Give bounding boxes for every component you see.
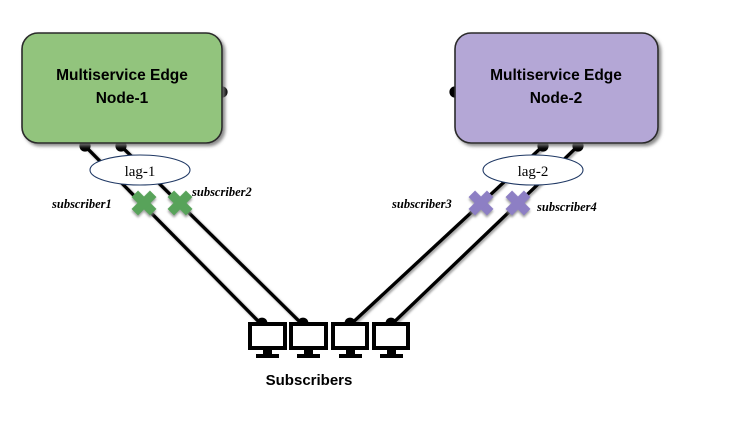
monitor-2-icon [289, 322, 328, 358]
monitor-group [248, 322, 410, 358]
subscriber4-label: subscriber4 [536, 200, 597, 214]
node-1-label-line1: Multiservice Edge [56, 67, 188, 84]
node-1-label-line2: Node-1 [96, 90, 149, 107]
lag-2-group[interactable]: lag-2 [482, 154, 584, 186]
subscriber2-label: subscriber2 [191, 185, 252, 199]
lag-1-ellipse[interactable] [89, 154, 191, 186]
lag-1-label: lag-1 [125, 164, 156, 180]
lag-2-ellipse[interactable] [482, 154, 584, 186]
lag-2-label: lag-2 [518, 164, 549, 180]
node-2[interactable]: Multiservice Edge Node-2 [454, 32, 659, 144]
node-2-label-line1: Multiservice Edge [490, 67, 622, 84]
monitor-4-icon [372, 322, 410, 358]
subscriber4-x-icon [505, 190, 531, 216]
subscriber3-x-icon [468, 190, 494, 216]
subscriber-label-group: subscriber1 subscriber2 subscriber3 subs… [51, 185, 597, 214]
subscriber1-x-icon [131, 190, 157, 216]
node-2-box[interactable] [454, 32, 659, 144]
node-1[interactable]: Multiservice Edge Node-1 [21, 32, 223, 144]
monitor-3-icon [331, 322, 369, 358]
x-mark-group [131, 190, 531, 216]
node-1-box[interactable] [21, 32, 223, 144]
lag-1-group[interactable]: lag-1 [89, 154, 191, 186]
monitor-1-icon [248, 322, 287, 358]
subscriber3-label: subscriber3 [391, 197, 452, 211]
subscriber1-label: subscriber1 [51, 197, 112, 211]
inter-node-link-group [216, 86, 461, 98]
subscribers-caption: Subscribers [266, 372, 353, 389]
node-2-label-line2: Node-2 [530, 90, 583, 107]
subscriber2-x-icon [167, 190, 193, 216]
